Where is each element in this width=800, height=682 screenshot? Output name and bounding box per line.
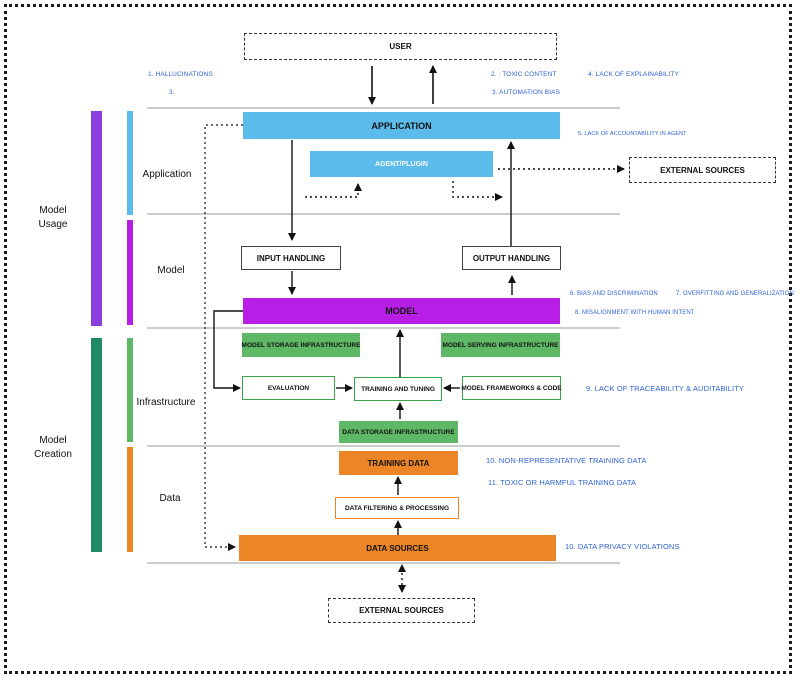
external-sources-top-box: EXTERNAL SOURCES	[629, 157, 776, 183]
risk-toxic-content: 2. : TOXIC CONTENT	[491, 71, 557, 78]
data-layer-bar	[127, 447, 133, 552]
data-sources-box: DATA SOURCES	[239, 535, 556, 561]
user-box: USER	[244, 33, 557, 60]
training-data-box: TRAINING DATA	[339, 451, 458, 475]
model-storage-infrastructure-box: MODEL STORAGE INFRASTRUCTURE	[242, 333, 360, 357]
data-filtering-processing-box: DATA FILTERING & PROCESSING	[335, 497, 459, 519]
model-layer-bar	[127, 220, 133, 325]
arrow-model-to-evaluation	[213, 310, 243, 392]
application-layer-bar	[127, 111, 133, 215]
risk-3-placeholder: 3.	[169, 89, 175, 96]
output-handling-box: OUTPUT HANDLING	[462, 246, 561, 270]
layer-label-data: Data	[159, 493, 181, 504]
model-frameworks-box: MODEL FRAMEWORKS & CODE	[461, 376, 562, 400]
risk-traceability: 9. LACK OF TRACEABILITY & AUDITABILITY	[586, 384, 745, 393]
risk-automation-bias: 3. AUTOMATION BIAS	[492, 89, 561, 96]
risk-non-representative-data: 10. NON-REPRESENTATIVE TRAINING DATA	[486, 456, 647, 465]
model-usage-bar	[91, 111, 102, 326]
risk-hallucinations: 1. HALLUCINATIONS	[148, 71, 213, 78]
dotted-agent-right	[452, 181, 503, 201]
agent-plugin-box: AGENT/PLUGIN	[310, 151, 493, 177]
risk-misalignment: 8. MISALIGNMENT WITH HUMAN INTENT	[575, 310, 695, 316]
risk-overfitting: 7. OVERFITTING AND GENERALIZATION	[676, 291, 794, 297]
infrastructure-layer-bar	[127, 338, 133, 442]
model-serving-infrastructure-box: MODEL SERVING INFRASTRUCTURE	[441, 333, 560, 357]
external-sources-bottom-box: EXTERNAL SOURCES	[328, 598, 475, 623]
outer-dotted-frame	[4, 4, 792, 674]
application-box: APPLICATION	[243, 112, 560, 139]
risk-lack-of-accountability: 5. LACK OF ACCOUNTABILITY IN AGENT	[578, 131, 687, 137]
training-and-tuning-box: TRAINING AND TUNING	[354, 377, 442, 401]
layer-label-infrastructure: Infrastructure	[136, 397, 196, 408]
dotted-app-to-data-sources	[204, 124, 243, 551]
layer-label-application: Application	[142, 169, 192, 180]
risk-toxic-training-data: 11. TOXIC OR HARMFUL TRAINING DATA	[488, 478, 637, 487]
model-box: MODEL	[243, 298, 560, 324]
risk-lack-of-explainability: 4. LACK OF EXPLAINABILITY	[588, 71, 680, 78]
evaluation-box: EVALUATION	[242, 376, 335, 400]
model-creation-bar	[91, 338, 102, 552]
risk-data-privacy: 10. DATA PRIVACY VIOLATIONS	[565, 542, 680, 551]
layer-label-model: Model	[157, 265, 185, 276]
data-storage-infrastructure-box: DATA STORAGE INFRASTRUCTURE	[339, 421, 458, 443]
dotted-agent-left	[305, 183, 362, 198]
risk-bias-discrimination: 6. BIAS AND DISCRIMINATION	[570, 291, 658, 297]
input-handling-box: INPUT HANDLING	[241, 246, 341, 270]
